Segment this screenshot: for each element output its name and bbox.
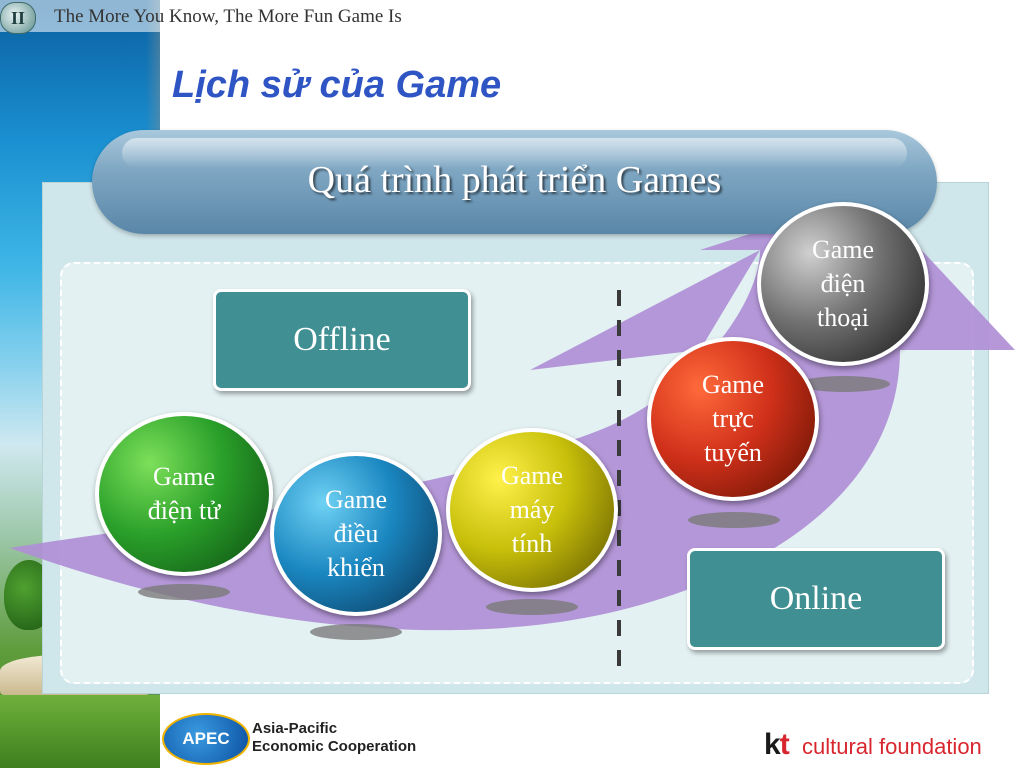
game-ball-computer: Game máy tính [446,428,618,592]
apec-name-line2: Economic Cooperation [252,738,417,755]
game-ball-online: Game trực tuyến [647,337,819,501]
apec-name: Asia-Pacific Economic Cooperation [252,720,416,756]
game-ball-mobile: Game điện thoại [757,202,929,366]
ball-shadow [310,624,402,640]
ball-shadow [798,376,890,392]
online-box: Online [687,548,945,650]
grass-image [0,695,160,768]
game-ball-electronic: Game điện tử [95,412,273,576]
ball-shadow [138,584,230,600]
chapter-badge: II [0,2,36,34]
kt-logo-t: t [779,728,790,761]
top-tagline: The More You Know, The More Fun Game Is [54,6,402,27]
banner-title: Quá trình phát triển Games [307,159,722,201]
kt-cultural-foundation: cultural foundation [802,734,982,759]
offline-online-divider [617,290,621,675]
slide-title: Lịch sử của Game [172,64,502,106]
kt-logo-k: k [764,728,781,761]
offline-box: Offline [213,289,471,391]
ball-shadow [486,599,578,615]
apec-logo: APEC [162,713,250,765]
arrow-head-left-wing [530,250,760,370]
game-ball-console: Game điều khiển [270,452,442,616]
apec-name-line1: Asia-Pacific [252,720,338,737]
ball-shadow [688,512,780,528]
banner-gloss [122,138,907,168]
kt-logo: kt [764,728,790,762]
